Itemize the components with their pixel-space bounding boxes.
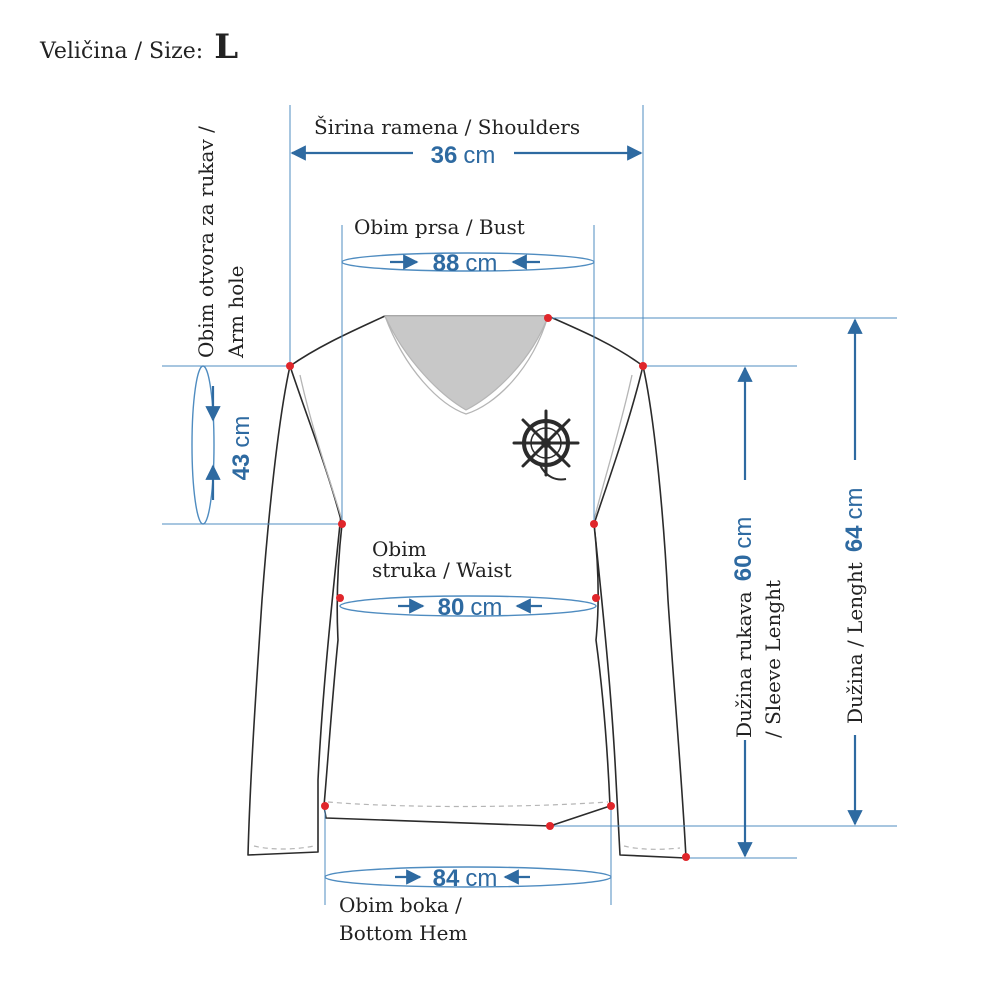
arm-hole-label-line1: Obim otvora za rukav /: [194, 126, 218, 358]
left-cuff-seam: [253, 845, 315, 850]
right-shoulder-point: [639, 362, 647, 370]
guide-lines: [162, 105, 897, 905]
right-cuff-seam: [623, 845, 681, 850]
cuff-point: [682, 853, 690, 861]
size-caption-prefix: Veličina / Size:: [39, 39, 203, 64]
ship-wheel-icon: [512, 409, 580, 481]
length-measurement: Dužina / Lenght64cm: [841, 318, 868, 826]
right-underarm-point: [590, 520, 598, 528]
right-sleeve: [587, 365, 687, 859]
right-armhole-seam: [593, 374, 633, 521]
arm-hole-label-line2: Arm hole: [224, 266, 248, 359]
left-underarm-point: [338, 520, 346, 528]
left-waist-point: [336, 594, 344, 602]
collar-inner: [384, 315, 549, 411]
bottom-hem-label-line1: Obim boka /: [339, 893, 462, 917]
sleeve-length-measurement: Dužina rukava60cm / Sleeve Lenght: [730, 366, 785, 858]
sleeve-length-label-line2: / Sleeve Lenght: [761, 580, 785, 738]
neck-point: [544, 314, 552, 322]
size-letter: L: [214, 27, 238, 67]
right-hem-point: [607, 802, 615, 810]
size-caption: Veličina / Size: L: [39, 27, 238, 67]
bottom-hem-label-line2: Bottom Hem: [339, 921, 467, 945]
shoulders-label: Širina ramena / Shoulders: [314, 114, 580, 139]
bust-label: Obim prsa / Bust: [354, 215, 525, 239]
length-label: Dužina / Lenght64cm: [841, 487, 868, 724]
waist-label-line2: struka / Waist: [372, 558, 512, 582]
left-sleeve: [247, 365, 347, 856]
right-waist-point: [592, 594, 600, 602]
sleeve-length-label-line1: Dužina rukava60cm: [730, 517, 757, 738]
left-hem-point: [321, 802, 329, 810]
center-hem-point: [546, 822, 554, 830]
arm-hole-measurement: Obim otvora za rukav / Arm hole 43cm: [191, 126, 255, 525]
left-armhole-seam: [299, 374, 343, 521]
collar-seam: [384, 315, 549, 415]
measurement-points: [286, 314, 690, 861]
arm-hole-value: 43cm: [228, 416, 255, 481]
waist-label-line1: Obim: [372, 537, 427, 561]
garment-illustration: [247, 315, 687, 859]
hem-seam: [327, 801, 609, 808]
left-shoulder-point: [286, 362, 294, 370]
